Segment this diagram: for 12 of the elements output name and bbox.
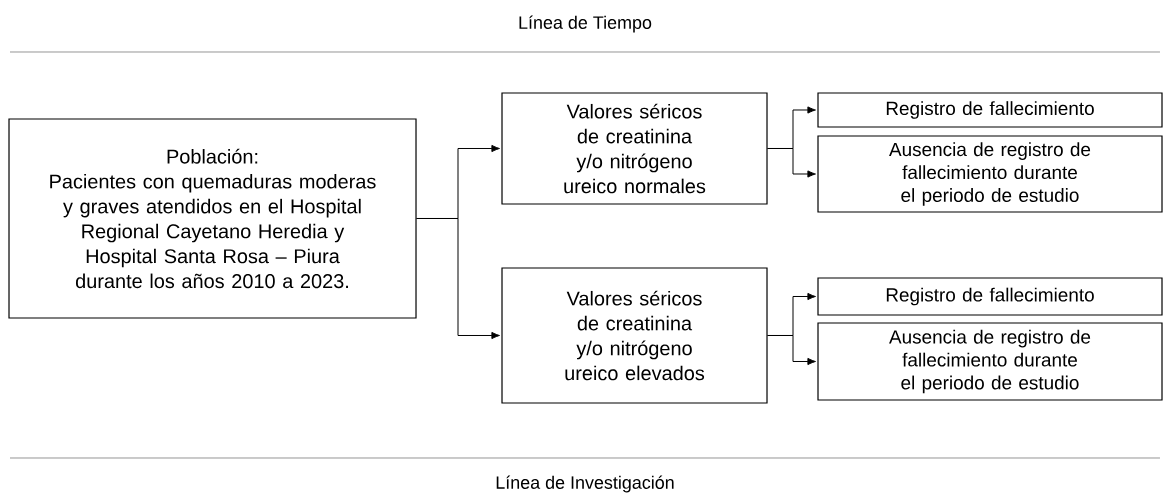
node-box: Registro de fallecimiento [817, 277, 1163, 316]
section-heading: Línea de Tiempo [517, 14, 653, 34]
node-box: Registro de fallecimiento [817, 92, 1163, 128]
arrow [767, 148, 816, 178]
node-box: Valores séricos de creatinina y/o nitrógeno ureico normales [501, 92, 768, 205]
arrow [416, 218, 500, 340]
node-box: Ausencia de registro de fallecimiento durante el periodo de estudio [817, 322, 1163, 401]
section-heading: Línea de Investigación [494, 474, 676, 494]
node-box: Ausencia de registro de fallecimiento durante el periodo de estudio [817, 135, 1163, 213]
node-box: Valores séricos de creatinina y/o nitrógeno ureico elevados [501, 267, 768, 404]
population-box: Población: Pacientes con quemaduras moderas y graves atendidos en el Hospital Regional Cayetano Heredia y Hospital Santa Rosa – Piura durante los años 2010 a 2023. [8, 118, 417, 319]
arrow [767, 335, 816, 366]
